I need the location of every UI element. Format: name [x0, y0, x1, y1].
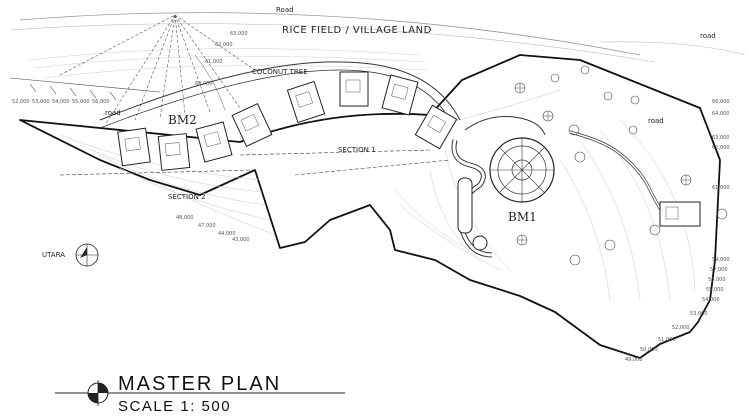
utara-label: UTARA — [42, 251, 66, 259]
elevation-label: 53,000 — [32, 99, 50, 105]
right-building — [659, 201, 701, 227]
elevation-label: 64,000 — [712, 111, 730, 117]
main-octagon-building — [489, 137, 555, 203]
pool — [457, 177, 473, 234]
elevation-label: 51,000 — [658, 337, 676, 343]
elevation-label: 55,000 — [72, 99, 90, 105]
site-boundary — [19, 54, 721, 359]
villa-road-outer — [99, 61, 461, 121]
elevation-label: 61,000 — [712, 185, 730, 191]
tree-marks — [515, 83, 691, 245]
elevation-label: 63,000 — [712, 135, 730, 141]
elevation-label: 54,000 — [702, 297, 720, 303]
elevation-label: 55,000 — [706, 287, 724, 293]
road-label-right-top: road — [700, 32, 716, 40]
top-road-line-2 — [9, 23, 656, 63]
rice-field-label: RICE FIELD / VILLAGE LAND — [282, 25, 432, 36]
section-1-label: SECTION 1 — [338, 146, 376, 154]
elevation-label: 53,000 — [690, 311, 708, 317]
road-label-right-mid: road — [648, 117, 664, 125]
elevation-label: 57,000 — [710, 267, 728, 273]
right-road-inner — [569, 131, 669, 221]
elevation-label: 60,000 — [195, 81, 213, 87]
elevation-label: 62,000 — [215, 42, 233, 48]
elevation-label: 49,000 — [625, 357, 643, 363]
contour-lines-interior — [59, 89, 696, 301]
section-lines — [59, 149, 451, 176]
bm1-label: BM1 — [508, 210, 537, 224]
sightline-fan — [59, 14, 256, 126]
plan-scale: SCALE 1: 500 — [118, 398, 232, 415]
road-label-top: Road — [276, 6, 294, 14]
elevation-label: 48,000 — [176, 215, 194, 221]
section-2-label: SECTION 2 — [168, 193, 206, 201]
north-arrow-symbol — [75, 243, 99, 267]
contour-ticks-left — [9, 77, 161, 101]
elevation-label: 61,000 — [205, 59, 223, 65]
bm2-label: BM2 — [168, 113, 197, 127]
right-building-detail — [665, 206, 679, 220]
path-to-main — [464, 116, 546, 136]
plan-title: MASTER PLAN — [118, 373, 282, 395]
elevation-label: 52,000 — [12, 99, 30, 105]
road-label-left: road — [105, 109, 121, 117]
title-symbol — [55, 380, 345, 406]
elevation-label: 56,000 — [92, 99, 110, 105]
elevation-label: 56,000 — [708, 277, 726, 283]
elevation-label: 43,000 — [232, 237, 250, 243]
winding-path-inner — [452, 139, 493, 257]
elevation-label: 62,000 — [712, 145, 730, 151]
elevation-label: 50,000 — [640, 347, 658, 353]
road-right-top-line — [599, 41, 746, 56]
elevation-label: 52,000 — [672, 325, 690, 331]
villa-unit-details — [124, 79, 447, 157]
elevation-label: 44,000 — [218, 231, 236, 237]
top-road-line — [19, 12, 641, 56]
elevation-label: 54,000 — [52, 99, 70, 105]
contour-lines-upper — [29, 48, 429, 79]
elevation-label: 66,000 — [712, 99, 730, 105]
villa-units — [117, 71, 458, 171]
pool-round — [472, 235, 488, 251]
coconut-tree-label: COCONUT TREE — [252, 68, 308, 76]
elevation-label: 47,000 — [198, 223, 216, 229]
elevation-label: 59,000 — [712, 257, 730, 263]
villa-road-inner — [99, 69, 453, 129]
right-road — [569, 130, 670, 221]
elevation-label: 63,000 — [230, 31, 248, 37]
